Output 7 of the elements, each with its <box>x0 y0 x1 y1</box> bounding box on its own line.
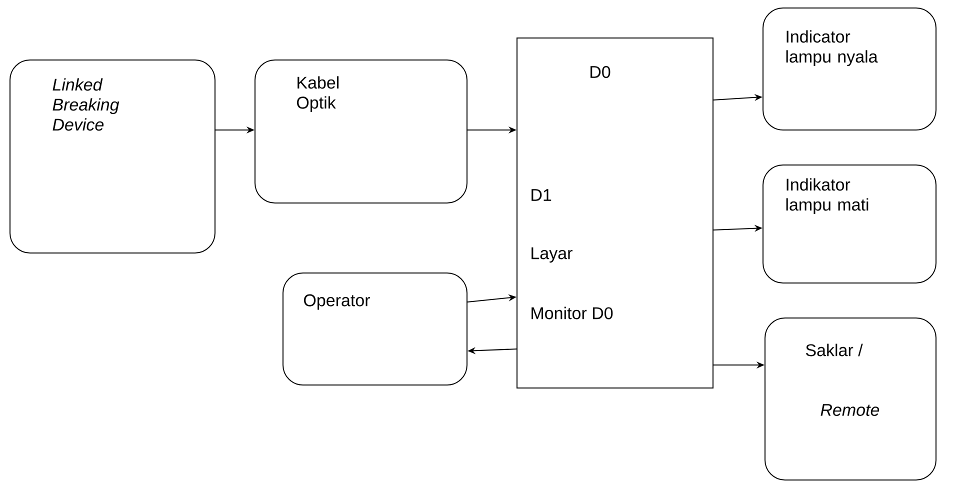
process-box: Linked Breaking Device <box>10 60 216 254</box>
block-box: D0 D1 Layar Monitor D0 <box>516 38 714 388</box>
process-box: Operator <box>282 272 468 386</box>
process-box: Indikator lampu mati <box>762 164 936 284</box>
process-box: Indicator lampu nyala <box>762 8 936 130</box>
process-box: Saklar / Remote <box>764 318 936 480</box>
process-box: Kabel Optik <box>254 60 468 204</box>
